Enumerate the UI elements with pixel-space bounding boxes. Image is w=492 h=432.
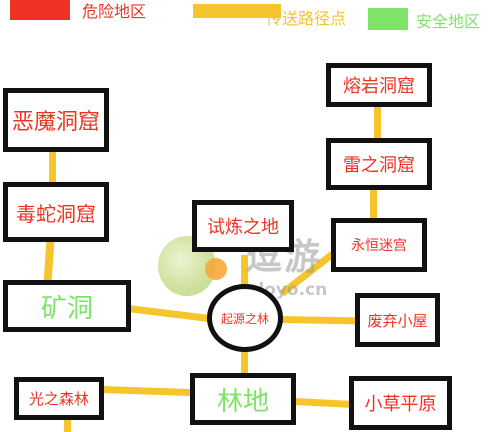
node-lava-cave[interactable]: 熔岩洞窟 xyxy=(326,63,432,107)
path-origin-woodland xyxy=(241,350,248,378)
path-woodland-plain xyxy=(294,398,352,408)
node-origin-forest-label: 起源之林 xyxy=(220,311,269,326)
legend-safe-swatch xyxy=(368,8,408,30)
path-lightforest-down xyxy=(64,418,71,432)
node-eternal-maze-label: 永恒迷宫 xyxy=(351,238,407,254)
node-abandoned-hut[interactable]: 废弃小屋 xyxy=(355,293,440,347)
node-light-forest[interactable]: 光之森林 xyxy=(14,377,104,420)
path-origin-hut xyxy=(279,316,357,325)
node-demon-cave[interactable]: 恶魔洞窟 xyxy=(3,88,109,152)
path-lava-thunder xyxy=(374,104,381,140)
legend-danger-label: 危险地区 xyxy=(82,2,147,21)
path-snake-mine xyxy=(43,239,55,283)
node-abandoned-hut-label: 废弃小屋 xyxy=(367,311,428,330)
node-lava-cave-label: 熔岩洞窟 xyxy=(343,76,415,97)
node-mine-cave-label: 矿洞 xyxy=(40,293,93,324)
node-woodland-label: 林地 xyxy=(216,386,269,417)
path-demon-snake xyxy=(49,148,56,184)
path-mine-origin xyxy=(127,305,216,323)
node-grass-plain-label: 小草平原 xyxy=(364,394,437,415)
node-trial-land-label: 试炼之地 xyxy=(207,217,279,238)
legend-teleport-label: 传送路径点 xyxy=(266,9,347,28)
node-grass-plain[interactable]: 小草平原 xyxy=(349,376,452,430)
node-woodland[interactable]: 林地 xyxy=(190,373,296,425)
legend-teleport-swatch xyxy=(193,4,281,18)
node-thunder-cave-label: 雷之洞窟 xyxy=(343,155,415,176)
legend-safe-label: 安全地区 xyxy=(416,12,481,31)
node-mine-cave[interactable]: 矿洞 xyxy=(3,280,131,332)
node-origin-forest[interactable]: 起源之林 xyxy=(207,284,283,352)
watermark-dot-icon xyxy=(205,258,227,280)
node-light-forest-label: 光之森林 xyxy=(28,390,89,408)
path-thunder-maze xyxy=(370,190,377,220)
path-trial-origin xyxy=(241,255,248,285)
legend-danger-swatch xyxy=(10,0,70,20)
node-trial-land[interactable]: 试炼之地 xyxy=(192,200,294,252)
node-snake-cave[interactable]: 毒蛇洞窟 xyxy=(3,182,109,242)
node-thunder-cave[interactable]: 雷之洞窟 xyxy=(326,138,432,190)
path-lightforest-woodland xyxy=(101,386,193,397)
node-eternal-maze[interactable]: 永恒迷宫 xyxy=(331,218,427,272)
node-demon-cave-label: 恶魔洞窟 xyxy=(11,110,100,135)
node-snake-cave-label: 毒蛇洞窟 xyxy=(16,201,96,226)
